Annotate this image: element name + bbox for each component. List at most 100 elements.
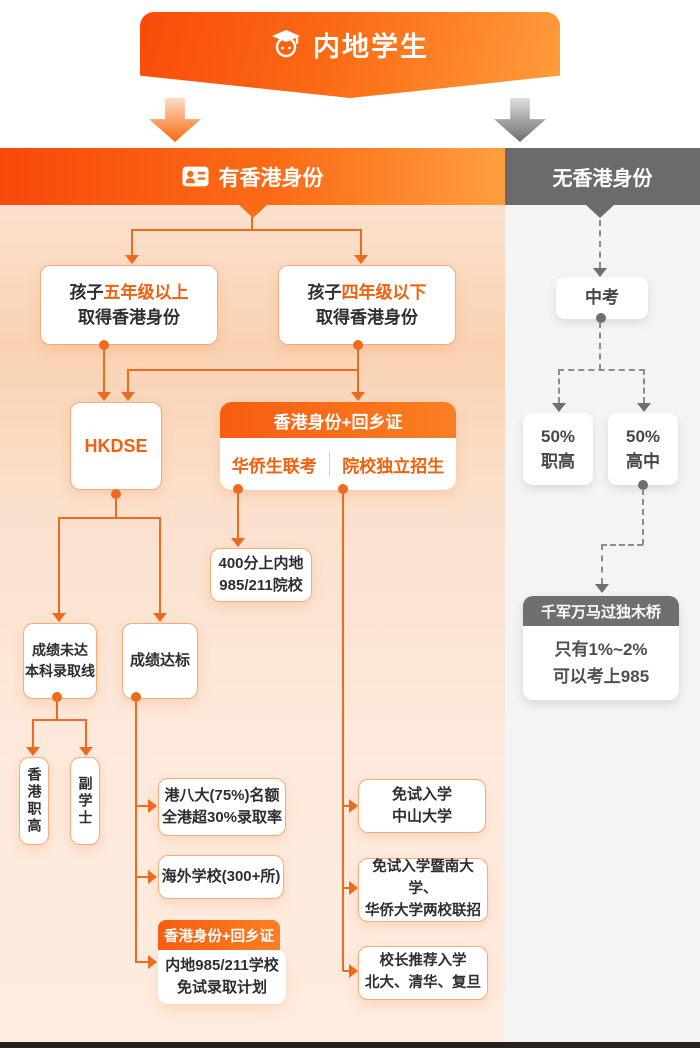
connector-line — [342, 494, 344, 971]
connector-line — [237, 494, 239, 539]
node-grade4-below: 孩子四年级以下 取得香港身份 — [278, 265, 456, 345]
arrowhead — [153, 613, 167, 622]
node-grade5-line2: 取得香港身份 — [78, 308, 180, 327]
banner-title: 内地学生 — [313, 31, 429, 62]
node-zhongkao: 中考 — [556, 277, 648, 319]
node-zhongshan: 免试入学 中山大学 — [358, 779, 486, 833]
connector-line — [56, 697, 58, 721]
node-overseas-label: 海外学校(300+所) — [161, 867, 281, 885]
header-left-label: 有香港身份 — [218, 166, 324, 190]
node-permit-header: 香港身份+回乡证 — [220, 402, 456, 438]
node-permit: 香港身份+回乡证 华侨生联考 院校独立招生 — [220, 402, 456, 490]
node-associate: 副学士 — [70, 757, 100, 845]
node-mainland-plan: 内地985/211学校 免试录取计划 — [158, 950, 286, 1004]
arrowhead — [231, 538, 245, 547]
footer-strip — [0, 1042, 700, 1048]
arrowhead — [148, 799, 157, 813]
node-below-line-line1: 成绩未达 — [32, 642, 88, 658]
node-below-line-line2: 本科录取线 — [25, 663, 95, 679]
connector-line — [343, 805, 351, 807]
node-below-line: 成绩未达 本科录取线 — [23, 623, 97, 699]
arrowhead — [354, 255, 368, 264]
arrowhead — [593, 268, 607, 277]
graduation-cap-icon — [271, 28, 303, 60]
node-pct-vocational-line1: 50% — [540, 426, 576, 446]
connector-dot — [638, 480, 648, 490]
connector-line — [343, 970, 351, 972]
node-hkdse: HKDSE — [70, 402, 162, 490]
connector-line — [136, 961, 150, 963]
node-mainland-plan-line1: 内地985/211学校 — [165, 957, 279, 975]
connector-line — [136, 876, 150, 878]
header-right-label: 无香港身份 — [552, 168, 653, 190]
connector-line — [127, 369, 358, 371]
down-arrow-orange-icon — [149, 98, 201, 142]
node-bridge-line2: 可以考上985 — [552, 667, 650, 686]
node-bridge-header: 千军万马过独木桥 — [523, 596, 679, 626]
node-permit-left-option: 华侨生联考 — [231, 456, 317, 476]
connector-line — [360, 229, 362, 255]
id-card-icon — [182, 166, 209, 187]
node-jinan-line2: 华侨大学两校联招 — [365, 902, 481, 919]
node-hk-vocational: 香港职高 — [19, 757, 49, 845]
header-left-notch — [239, 205, 267, 218]
node-pct-highschool-line1: 50% — [625, 426, 661, 446]
node-grade4-line1: 孩子四年级以下 — [307, 282, 427, 302]
header-with-hk-identity: 有香港身份 — [0, 148, 505, 205]
connector-line-dashed — [558, 369, 560, 403]
node-associate-label: 副学士 — [77, 775, 94, 827]
node-score400-line2: 985/211院校 — [219, 577, 303, 594]
connector-line — [135, 697, 137, 963]
node-mainland-plan-line2: 免试录取计划 — [176, 979, 267, 996]
connector-line — [131, 229, 133, 255]
connector-line-dashed — [599, 322, 601, 370]
arrowhead — [121, 392, 135, 401]
connector-dot — [596, 313, 606, 323]
arrowhead — [79, 747, 93, 756]
connector-line — [103, 345, 105, 392]
header-right-notch — [586, 205, 614, 218]
node-score400: 400分上内地 985/211院校 — [210, 548, 312, 602]
node-overseas: 海外学校(300+所) — [158, 855, 284, 899]
arrowhead — [349, 964, 358, 978]
connector-line — [32, 719, 87, 721]
node-zhongshan-line1: 免试入学 — [391, 785, 452, 803]
connector-line — [32, 719, 34, 747]
node-hkdse-label: HKDSE — [84, 435, 148, 456]
connector-line — [131, 229, 362, 231]
connector-line-dashed — [558, 369, 645, 371]
arrowhead — [125, 255, 139, 264]
arrowhead — [637, 403, 651, 412]
node-eight-univ-line1: 港八大(75%)名额 — [164, 786, 280, 804]
node-bridge-body: 只有1%~2% 可以考上985 — [523, 626, 679, 700]
connector-line — [159, 517, 161, 614]
connector-line-dashed — [599, 220, 601, 268]
node-principal-line2: 北大、清华、复旦 — [365, 975, 481, 991]
connector-line-dashed — [642, 489, 644, 545]
connector-line-dashed — [601, 544, 603, 584]
node-pct-vocational-line2: 职高 — [541, 452, 575, 471]
node-eight-univ: 港八大(75%)名额 全港超30%录取率 — [158, 778, 286, 836]
node-grade5-plus: 孩子五年级以上 取得香港身份 — [40, 265, 218, 345]
arrowhead — [351, 392, 365, 401]
node-permit-right-option: 院校独立招生 — [342, 456, 445, 476]
connector-line — [115, 494, 117, 519]
connector-dot — [338, 484, 348, 494]
arrowhead — [595, 584, 609, 593]
arrowhead — [148, 955, 157, 969]
connector-dot — [233, 484, 243, 494]
node-grade5-line1: 孩子五年级以上 — [69, 282, 189, 302]
header-without-hk-identity: 无香港身份 — [505, 148, 700, 205]
node-permit-body: 华侨生联考 院校独立招生 — [220, 438, 456, 490]
connector-line — [58, 517, 161, 519]
node-bridge-line1: 只有1%~2% — [554, 639, 648, 659]
connector-line-dashed — [643, 369, 645, 403]
connector-line-dashed — [601, 544, 643, 546]
connector-line — [85, 719, 87, 747]
connector-line — [58, 517, 60, 614]
node-pct-vocational: 50% 职高 — [523, 413, 593, 485]
node-jinan: 免试入学暨南大学、 华侨大学两校联招 — [358, 858, 488, 922]
node-mainland-plan-header: 香港身份+回乡证 — [158, 920, 280, 950]
node-pct-highschool-line2: 高中 — [626, 452, 660, 471]
